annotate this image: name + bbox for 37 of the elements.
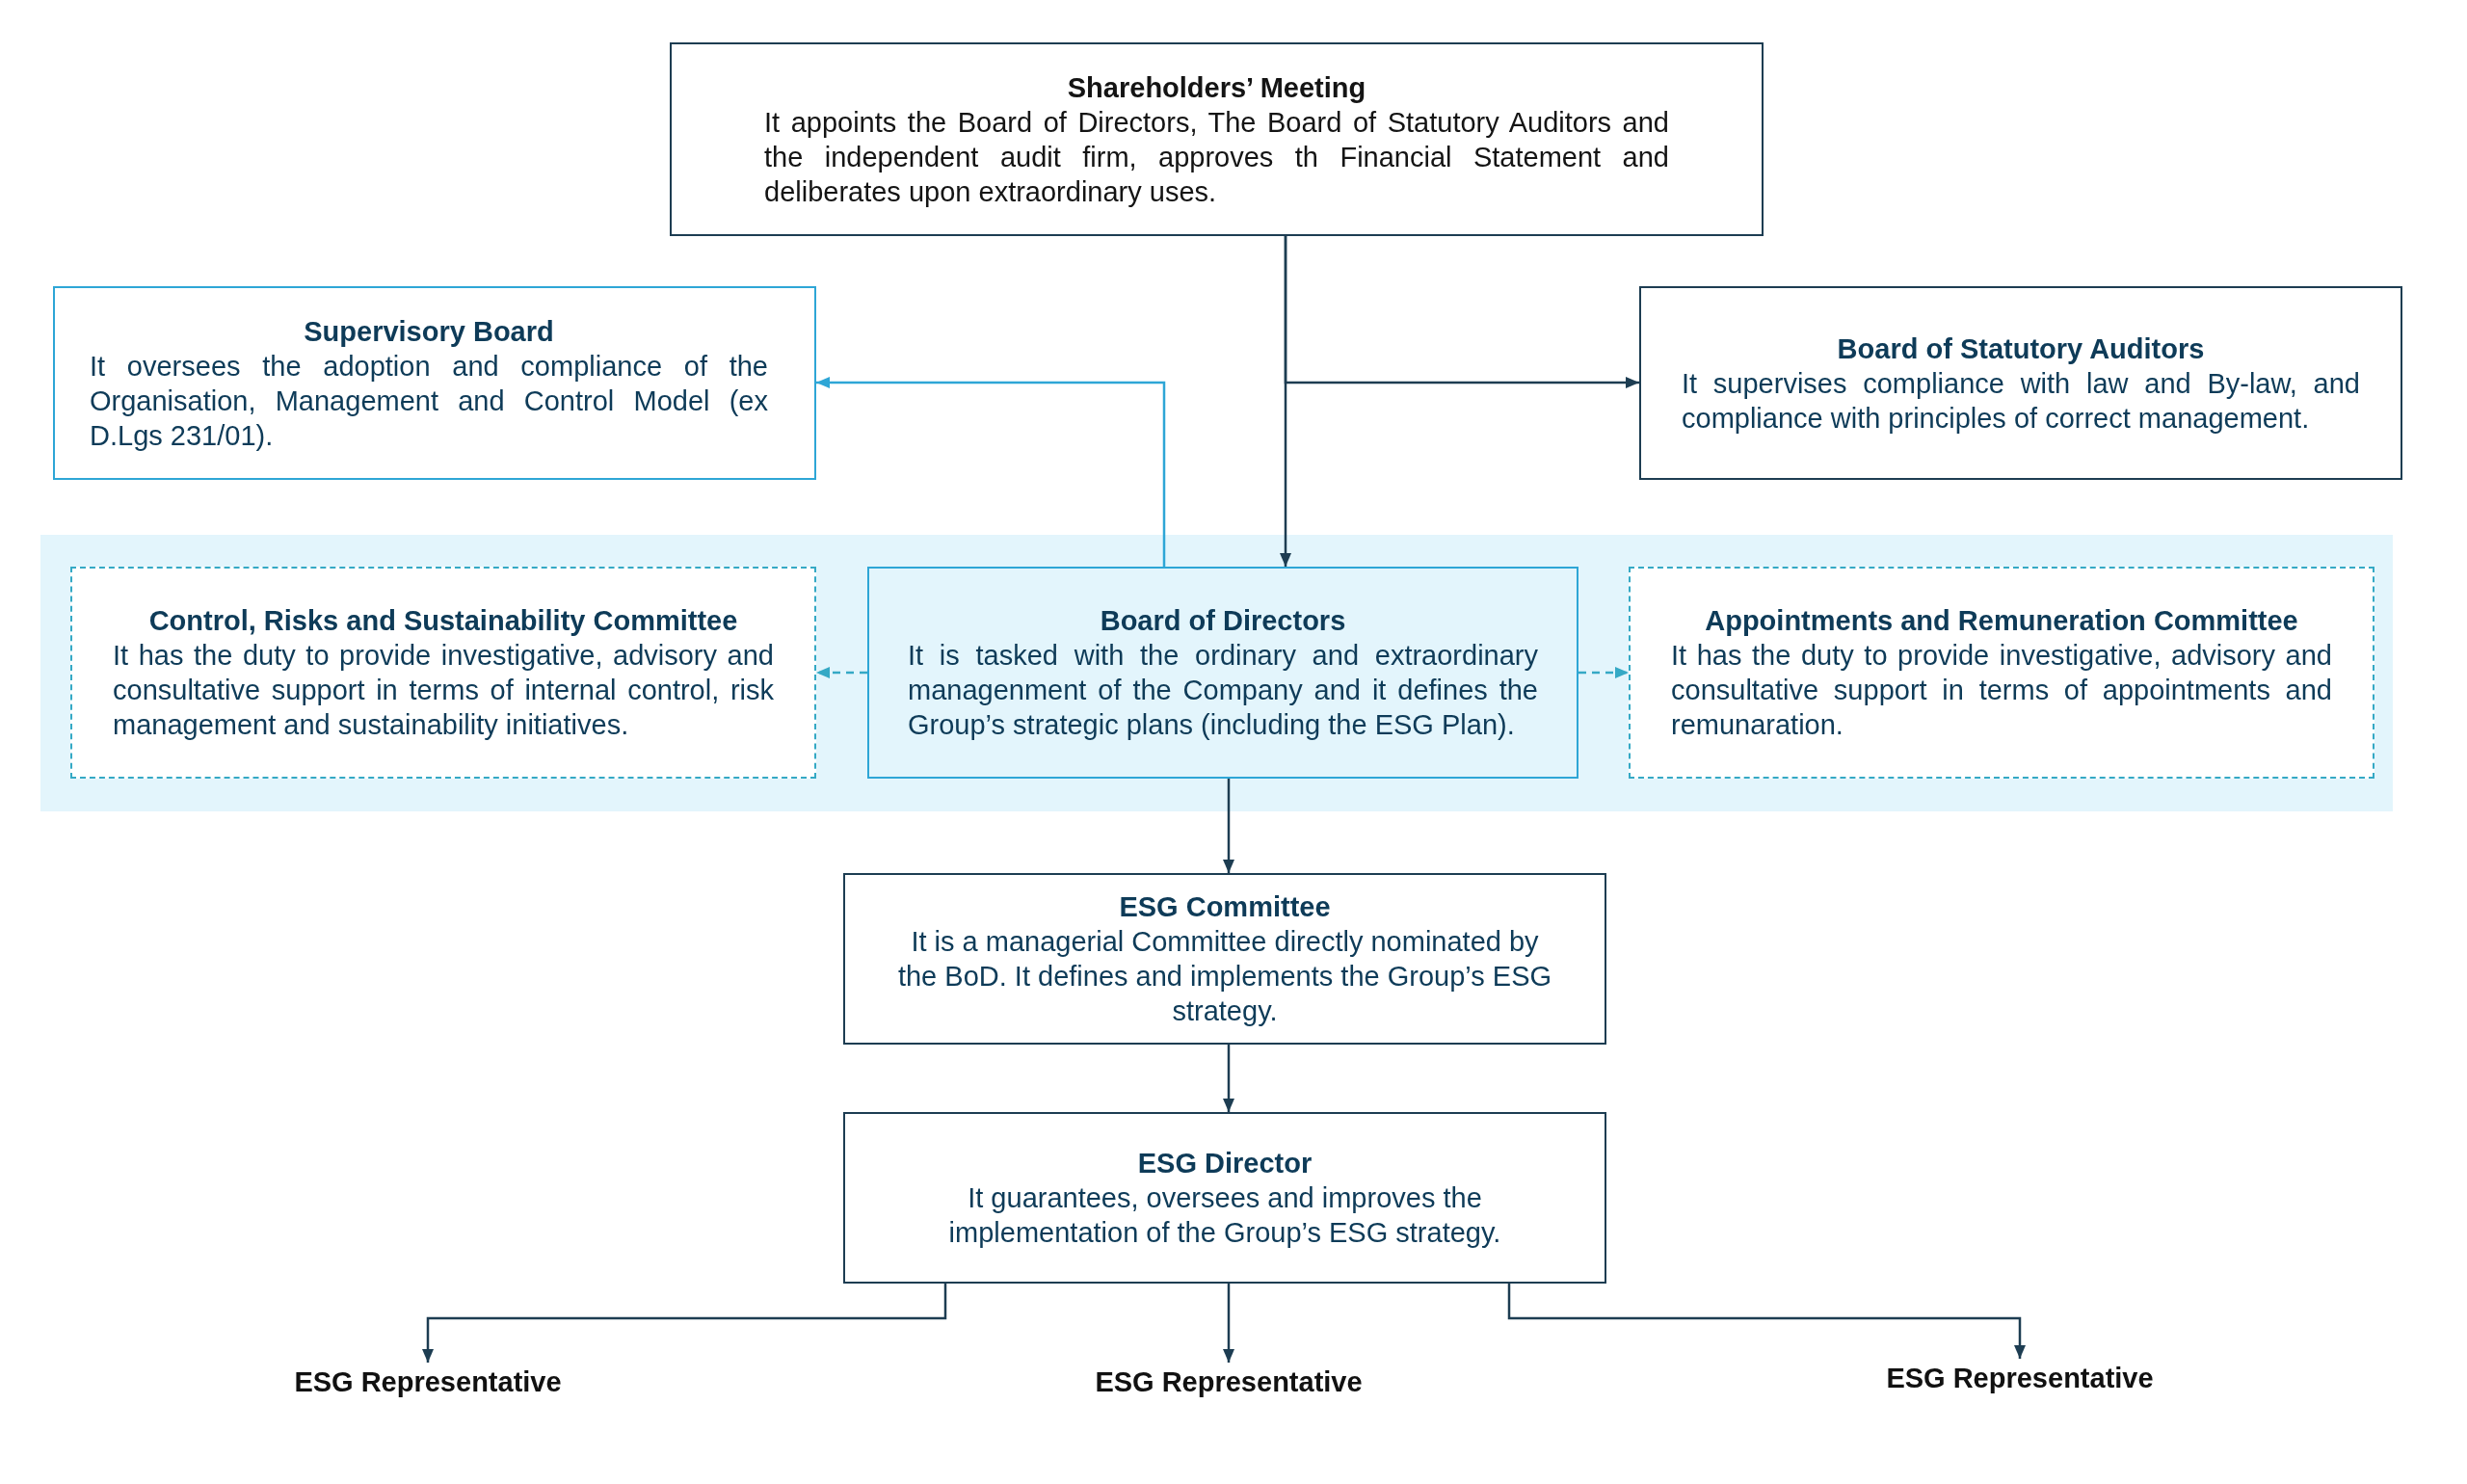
org-box [670, 42, 1764, 236]
arrow [422, 1284, 947, 1363]
box-title: ESG Director [1136, 1147, 1313, 1180]
box-description: It supervises compliance with law and By-law, and compliance with principles of correct management. [1682, 366, 2360, 436]
arrow [1507, 1284, 2026, 1359]
org-box [1629, 567, 2374, 779]
box-title: Appointments and Remuneration Committee [1704, 604, 2299, 638]
dashed-arrow [1578, 667, 1629, 678]
org-box [1639, 286, 2402, 480]
box-title: Board of Directors [1099, 604, 1347, 638]
box-title: Supervisory Board [303, 314, 555, 349]
box-description: It oversees the adoption and compliance of the Organisation, Management and Control Model (ex D.Lgs 231/01). [90, 349, 768, 453]
org-box [843, 873, 1606, 1045]
org-box [53, 286, 816, 480]
role-label: ESG Representative [1074, 1363, 1383, 1401]
box-description: It appoints the Board of Directors, The Board of Statutory Auditors and the independent audit firm, approves th Financial Statement and deliberates upon extraordinary uses. [764, 105, 1669, 209]
box-title: ESG Committee [1118, 890, 1332, 924]
arrow [1223, 1284, 1234, 1363]
org-box [843, 1112, 1606, 1284]
box-title: Control, Risks and Sustainability Committee [147, 604, 739, 638]
box-description: It is tasked with the ordinary and extraordinary managenment of the Company and it defines the Group’s strategic plans (including the ESG Plan). [908, 639, 1538, 742]
box-title: Board of Statutory Auditors [1836, 331, 2206, 366]
role-label: ESG Representative [1866, 1359, 2174, 1397]
dashed-arrow [816, 667, 867, 678]
role-label: ESG Representative [274, 1363, 582, 1401]
box-description: It guarantees, oversees and improves the implementation of the Group’s ESG strategy. [947, 1181, 1502, 1250]
highlight-band [40, 535, 2393, 811]
box-description: It has the duty to provide investigative, advisory and consultative support in terms of appointments and remunaration. [1671, 639, 2332, 742]
arrow [1223, 1045, 1234, 1112]
org-box [70, 567, 816, 779]
box-title: Shareholders’ Meeting [1066, 70, 1367, 105]
box-description: It has the duty to provide investigative, advisory and consultative support in terms of internal control, risk management and sustainability initiatives. [113, 639, 774, 742]
arrow [816, 377, 1166, 567]
org-box [867, 567, 1578, 779]
arrow [1284, 236, 1639, 388]
arrow [1223, 779, 1234, 873]
box-description: It is a managerial Committee directly nominated by the BoD. It defines and implements the Group’s ESG strategy. [897, 925, 1552, 1028]
